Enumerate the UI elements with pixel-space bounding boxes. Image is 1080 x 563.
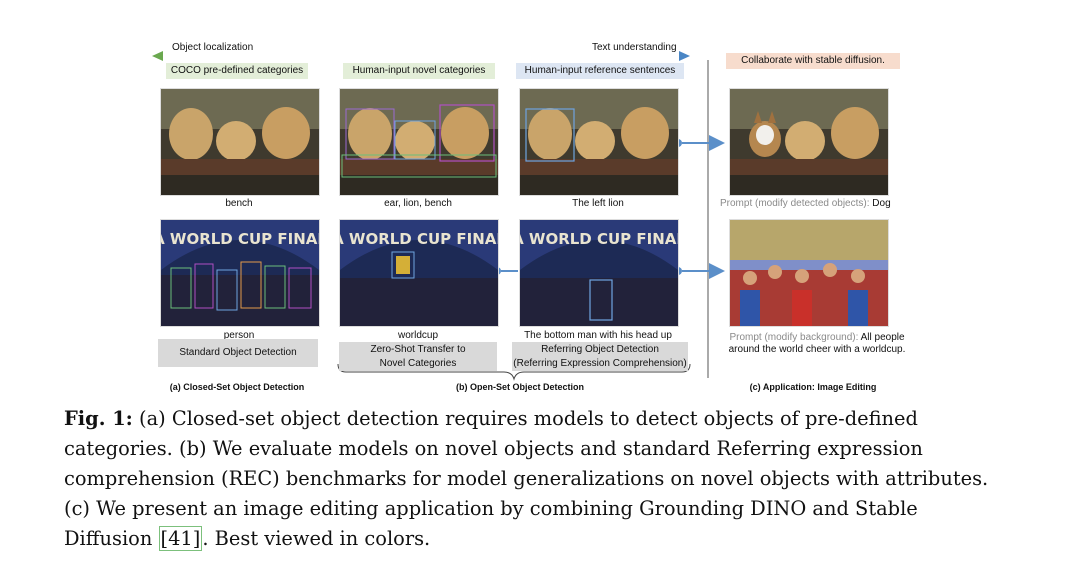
banner-coco-categories: COCO pre-defined categories: [166, 63, 308, 79]
worldcup-photo-reference: A WORLD CUP FINAL: [519, 219, 679, 327]
referring-line1: Referring Object Detection: [512, 343, 688, 357]
caption-tail: . Best viewed in colors.: [202, 527, 430, 550]
object-localization-label: Object localization: [172, 42, 253, 53]
label-worldcup: worldcup: [339, 330, 497, 341]
banner-stable-diffusion: Collaborate with stable diffusion.: [726, 53, 900, 69]
prompt-dog-prefix: Prompt (modify detected objects):: [720, 198, 870, 209]
lion-photo-bench: [160, 88, 320, 196]
dog-edited-photo: [729, 88, 889, 196]
label-bench: bench: [160, 198, 318, 209]
prompt-bg-value-1: All people: [861, 332, 905, 343]
referring-line2: (Referring Expression Comprehension): [512, 357, 688, 371]
worldcup-banner-text-3: A WORLD CUP FINAL: [520, 230, 678, 248]
lion-photo-novel: [339, 88, 499, 196]
prompt-bg-prefix: Prompt (modify background):: [729, 332, 858, 343]
label-bottom-man: The bottom man with his head up: [512, 330, 684, 341]
referring-detection-box: Referring Object Detection (Referring Ex…: [512, 342, 688, 371]
worldcup-photo-person: A WORLD CUP FINAL: [160, 219, 320, 327]
lion-photo-reference: [519, 88, 679, 196]
label-left-lion: The left lion: [519, 198, 677, 209]
worldcup-photo-cup: A WORLD CUP FINAL: [339, 219, 499, 327]
zero-shot-line2: Novel Categories: [339, 357, 497, 371]
zero-shot-box: Zero-Shot Transfer to Novel Categories: [339, 342, 497, 371]
figure-caption: Fig. 1: (a) Closed-set object detection …: [64, 404, 1004, 554]
flow-arrow-top: [674, 139, 723, 147]
citation-link[interactable]: [41]: [159, 526, 203, 551]
prompt-dog: Prompt (modify detected objects): Dog: [720, 198, 910, 209]
text-understanding-label: Text understanding: [592, 42, 677, 53]
subcaption-a: (a) Closed-Set Object Detection: [152, 382, 322, 392]
worldcup-banner-text-2: A WORLD CUP FINAL: [340, 230, 498, 248]
standard-detection-box: Standard Object Detection: [158, 339, 318, 367]
prompt-dog-value: Dog: [872, 198, 890, 209]
standard-detection-label: Standard Object Detection: [179, 347, 296, 358]
prompt-bg-value-2: around the world cheer with a worldcup.: [729, 344, 906, 355]
worldcup-banner-text-1: A WORLD CUP FINAL: [161, 230, 319, 248]
subcaption-b: (b) Open-Set Object Detection: [430, 382, 610, 392]
subcaption-c: (c) Application: Image Editing: [728, 382, 898, 392]
banner-reference-sentences: Human-input reference sentences: [516, 63, 684, 79]
figure-label: Fig. 1:: [64, 407, 133, 430]
label-ear-lion-bench: ear, lion, bench: [339, 198, 497, 209]
prompt-background: Prompt (modify background): All people a…: [717, 332, 917, 356]
crowd-edited-photo: [729, 219, 889, 327]
banner-novel-categories: Human-input novel categories: [343, 63, 495, 79]
zero-shot-line1: Zero-Shot Transfer to: [339, 343, 497, 357]
